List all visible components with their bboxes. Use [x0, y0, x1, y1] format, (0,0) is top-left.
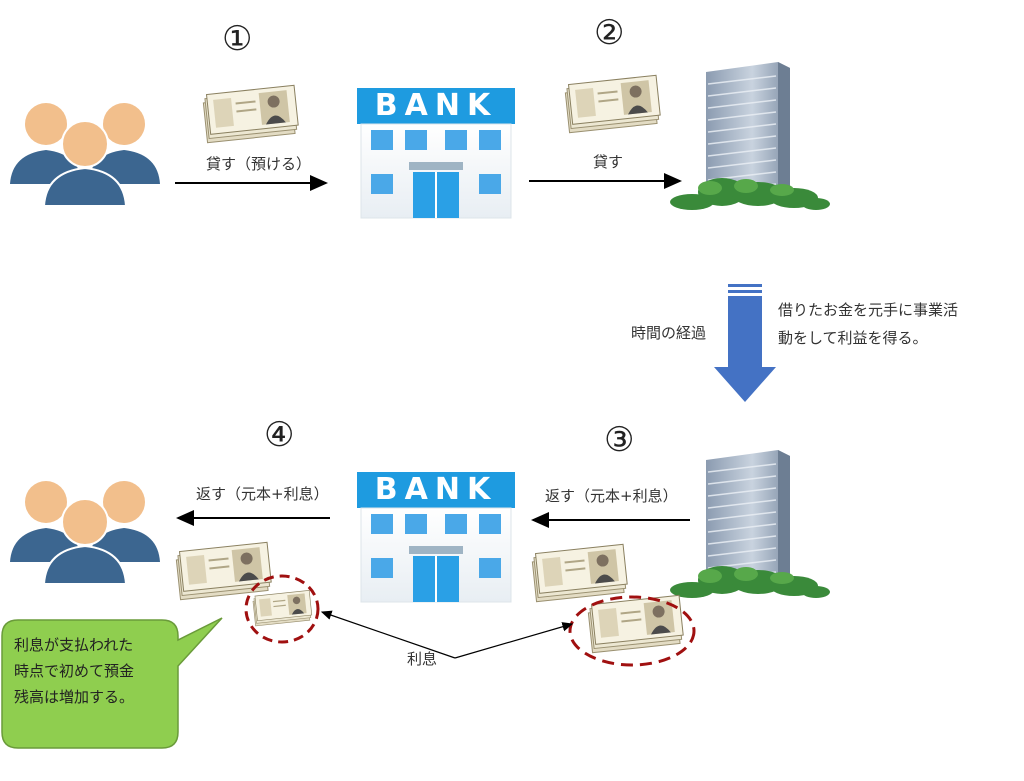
banknote-bundle-icon	[251, 589, 313, 627]
label-time-passes: 時間の経過	[631, 324, 707, 342]
office-building-icon	[669, 61, 831, 211]
business-note: 借りたお金を元手に事業活 動をして利益を得る。	[778, 301, 959, 347]
interest-highlight-circle	[244, 574, 320, 644]
label-return-bank-to-people: 返す（元本+利息）	[196, 485, 329, 503]
arrow-interest-to-right-circle	[454, 622, 574, 659]
banknote-bundle-icon	[174, 541, 274, 601]
callout-bubble	[1, 617, 223, 749]
bank-sign-text: BANK	[374, 472, 498, 507]
step-number-1: ①	[222, 19, 253, 59]
people-group-icon	[9, 102, 161, 207]
people-group-icon	[9, 480, 161, 585]
office-building-icon	[669, 449, 831, 599]
arrow-interest-to-left-circle	[320, 610, 456, 659]
label-lend-deposit: 貸す（預ける）	[206, 155, 312, 173]
banknote-bundle-icon	[201, 84, 301, 144]
step-number-2: ②	[594, 13, 625, 53]
step-number-3: ③	[604, 420, 635, 460]
time-passing-arrow	[714, 284, 776, 402]
step-number-4: ④	[264, 415, 295, 455]
bank-sign-text: BANK	[374, 88, 498, 123]
banknote-bundle-icon	[563, 74, 663, 134]
callout-text: 利息が支払われた 時点で初めて預金 残高は増加する。	[14, 636, 135, 706]
label-lend: 貸す	[593, 153, 624, 171]
label-return-company-to-bank: 返す（元本+利息）	[545, 487, 678, 505]
label-interest: 利息	[407, 650, 438, 668]
banknote-bundle-icon	[530, 543, 630, 603]
